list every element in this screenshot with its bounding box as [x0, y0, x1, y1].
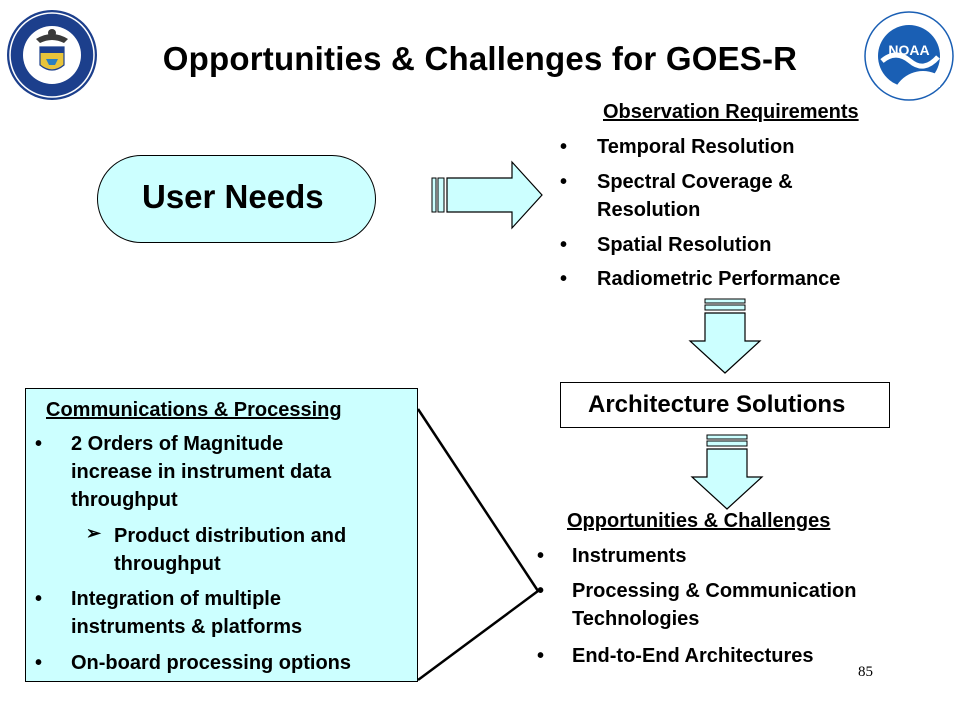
communications-heading: Communications & Processing: [46, 399, 342, 421]
opp-item-instruments: Instruments: [572, 545, 687, 567]
bullet-icon: •: [537, 545, 545, 567]
bullet-icon: •: [560, 234, 568, 256]
opp-item-processing-line2: Technologies: [572, 608, 700, 630]
opportunities-heading: Opportunities & Challenges: [567, 510, 831, 532]
obs-item-radiometric: Radiometric Performance: [597, 268, 841, 290]
bullet-icon: •: [35, 652, 43, 674]
obs-item-spectral-line2: Resolution: [597, 199, 701, 221]
obs-item-temporal: Temporal Resolution: [597, 136, 795, 158]
comm-sub-item-line2: throughput: [114, 553, 221, 575]
architecture-solutions-label: Architecture Solutions: [588, 391, 846, 418]
obs-item-spectral-line1: Spectral Coverage &: [597, 171, 793, 193]
bullet-icon: •: [35, 433, 43, 455]
communications-processing-box: [25, 388, 418, 682]
down-arrow-icon: [688, 298, 762, 374]
comm-item1-line2: increase in instrument data: [71, 461, 332, 483]
noaa-logo-text: NOAA: [888, 42, 929, 58]
architecture-solutions-box: Architecture Solutions: [560, 382, 890, 428]
bullet-icon: •: [35, 588, 43, 610]
noaa-logo: NOAA: [864, 11, 954, 101]
comm-item1-line3: throughput: [71, 489, 178, 511]
opp-item-end-to-end: End-to-End Architectures: [572, 645, 814, 667]
down-arrow-icon: [690, 434, 764, 510]
comm-item2-line2: instruments & platforms: [71, 616, 303, 638]
user-needs-box: User Needs: [97, 155, 376, 243]
right-arrow-icon: [431, 160, 543, 230]
slide-title: Opportunities & Challenges for GOES-R: [162, 40, 798, 77]
arrow-bullet-icon: ➢: [86, 523, 102, 543]
comm-item2-line1: Integration of multiple: [71, 588, 281, 610]
page-number: 85: [858, 664, 873, 680]
bullet-icon: •: [560, 171, 568, 193]
user-needs-label: User Needs: [142, 178, 324, 215]
comm-sub-item-line1: Product distribution and: [114, 525, 347, 547]
comm-item3: On-board processing options: [71, 652, 352, 674]
comm-item1-line1: 2 Orders of Magnitude: [71, 433, 284, 455]
obs-item-spatial: Spatial Resolution: [597, 234, 772, 256]
bullet-icon: •: [537, 580, 545, 602]
bullet-icon: •: [560, 268, 568, 290]
opp-item-processing-line1: Processing & Communication: [572, 580, 857, 602]
bullet-icon: •: [537, 645, 545, 667]
commerce-seal-logo: [7, 10, 97, 100]
bullet-icon: •: [560, 136, 568, 158]
observation-heading: Observation Requirements: [603, 101, 859, 123]
